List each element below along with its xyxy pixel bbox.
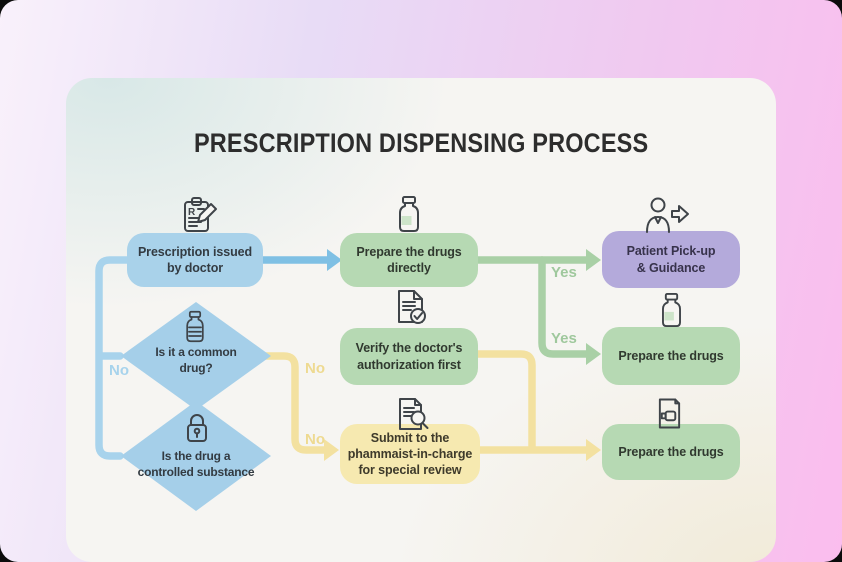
decision-controlled-substance-label: Is the drug a controlled substance [137,449,255,479]
node-prepare-drugs-verified: Prepare the drugs [602,327,740,385]
document-search-icon [399,398,429,430]
edge-label-yes-mid: Yes [551,330,577,347]
edge-start-to-prepare-arrowhead [327,249,342,271]
edge-yes-to-prepare-arrowhead [586,343,601,365]
node-patient-pickup: Patient Pick-up & Guidance [602,231,740,288]
edge-yes-to-prepare-line [538,256,591,358]
edge-label-yes-top: Yes [551,264,577,281]
edge-label-no-left: No [109,362,129,379]
edge-no-to-submit-line [262,352,329,454]
lock-icon [187,414,207,442]
edge-label-no-mid-bottom: No [305,431,325,448]
medicine-bottle-icon [662,292,681,328]
edge-no-to-submit-arrowhead [324,439,339,461]
page-title-text: PRESCRIPTION DISPENSING PROCESS [193,128,649,158]
edge-no-left-line [95,256,131,460]
patient-pickup-icon [646,197,689,233]
decision-common-drug-label: Is it a common drug? [155,345,237,375]
prescription-pad-icon: R [184,197,217,232]
document-check-icon [398,290,426,324]
page-title: PRESCRIPTION DISPENSING PROCESS [66,123,776,160]
document-bottle-icon [658,398,681,429]
medicine-bottle-icon [399,196,419,232]
edge-verify-down-line [474,350,536,452]
node-prepare-directly: Prepare the drugs directly [340,233,478,287]
node-verify-authorization: Verify the doctor's authorization first [340,328,478,385]
node-prepare-drugs-reviewed: Prepare the drugs [602,424,740,480]
edge-label-no-mid-top: No [305,360,325,377]
pill-bottle-icon [186,310,204,343]
svg-text:R: R [188,207,196,218]
edge-submit-to-prepare-arrowhead [586,439,601,461]
node-submit-special-review: Submit to the phammaist-in-charge for sp… [340,424,480,484]
node-prescription-issued: Prescription issued by doctor [127,233,263,287]
edge-yes-to-pickup-arrowhead [586,249,601,271]
